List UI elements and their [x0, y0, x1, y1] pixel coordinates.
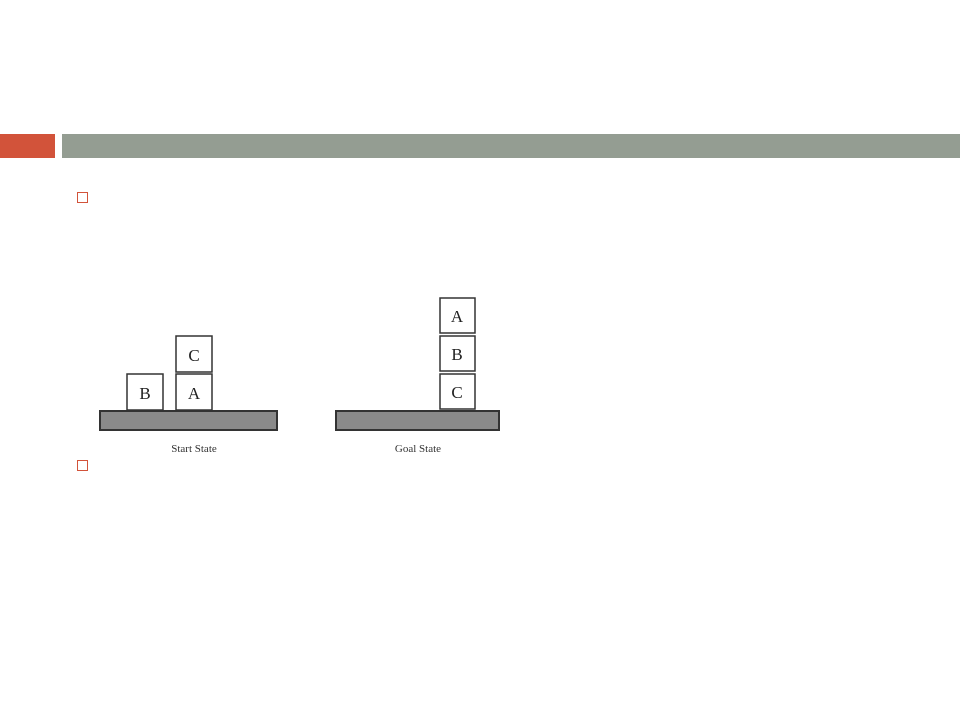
- goal-block-c-label: C: [451, 383, 462, 402]
- start-state-group: B C A Start State: [99, 335, 278, 455]
- start-block-a: [175, 373, 213, 411]
- start-block-b-label: B: [139, 384, 150, 403]
- start-block-c-label: C: [188, 346, 199, 365]
- goal-block-a-label: A: [451, 307, 464, 326]
- goal-state-group: A B C Goal State: [335, 297, 500, 455]
- start-state-caption: Start State: [171, 443, 217, 455]
- title-rule: [62, 134, 960, 158]
- title-rule-accent: [0, 134, 55, 158]
- start-block-a-label: A: [188, 384, 201, 403]
- goal-block-a: [439, 297, 476, 334]
- bullet-marker-1: [77, 192, 88, 203]
- start-block-c: [175, 335, 213, 373]
- bullet-marker-2: [77, 460, 88, 471]
- goal-block-b: [439, 335, 476, 372]
- goal-block-c: [439, 373, 476, 410]
- goal-state-caption: Goal State: [395, 443, 441, 455]
- goal-block-b-label: B: [451, 345, 462, 364]
- start-block-b: [126, 373, 164, 411]
- goal-state-table: [335, 410, 500, 431]
- start-state-table: [99, 410, 278, 431]
